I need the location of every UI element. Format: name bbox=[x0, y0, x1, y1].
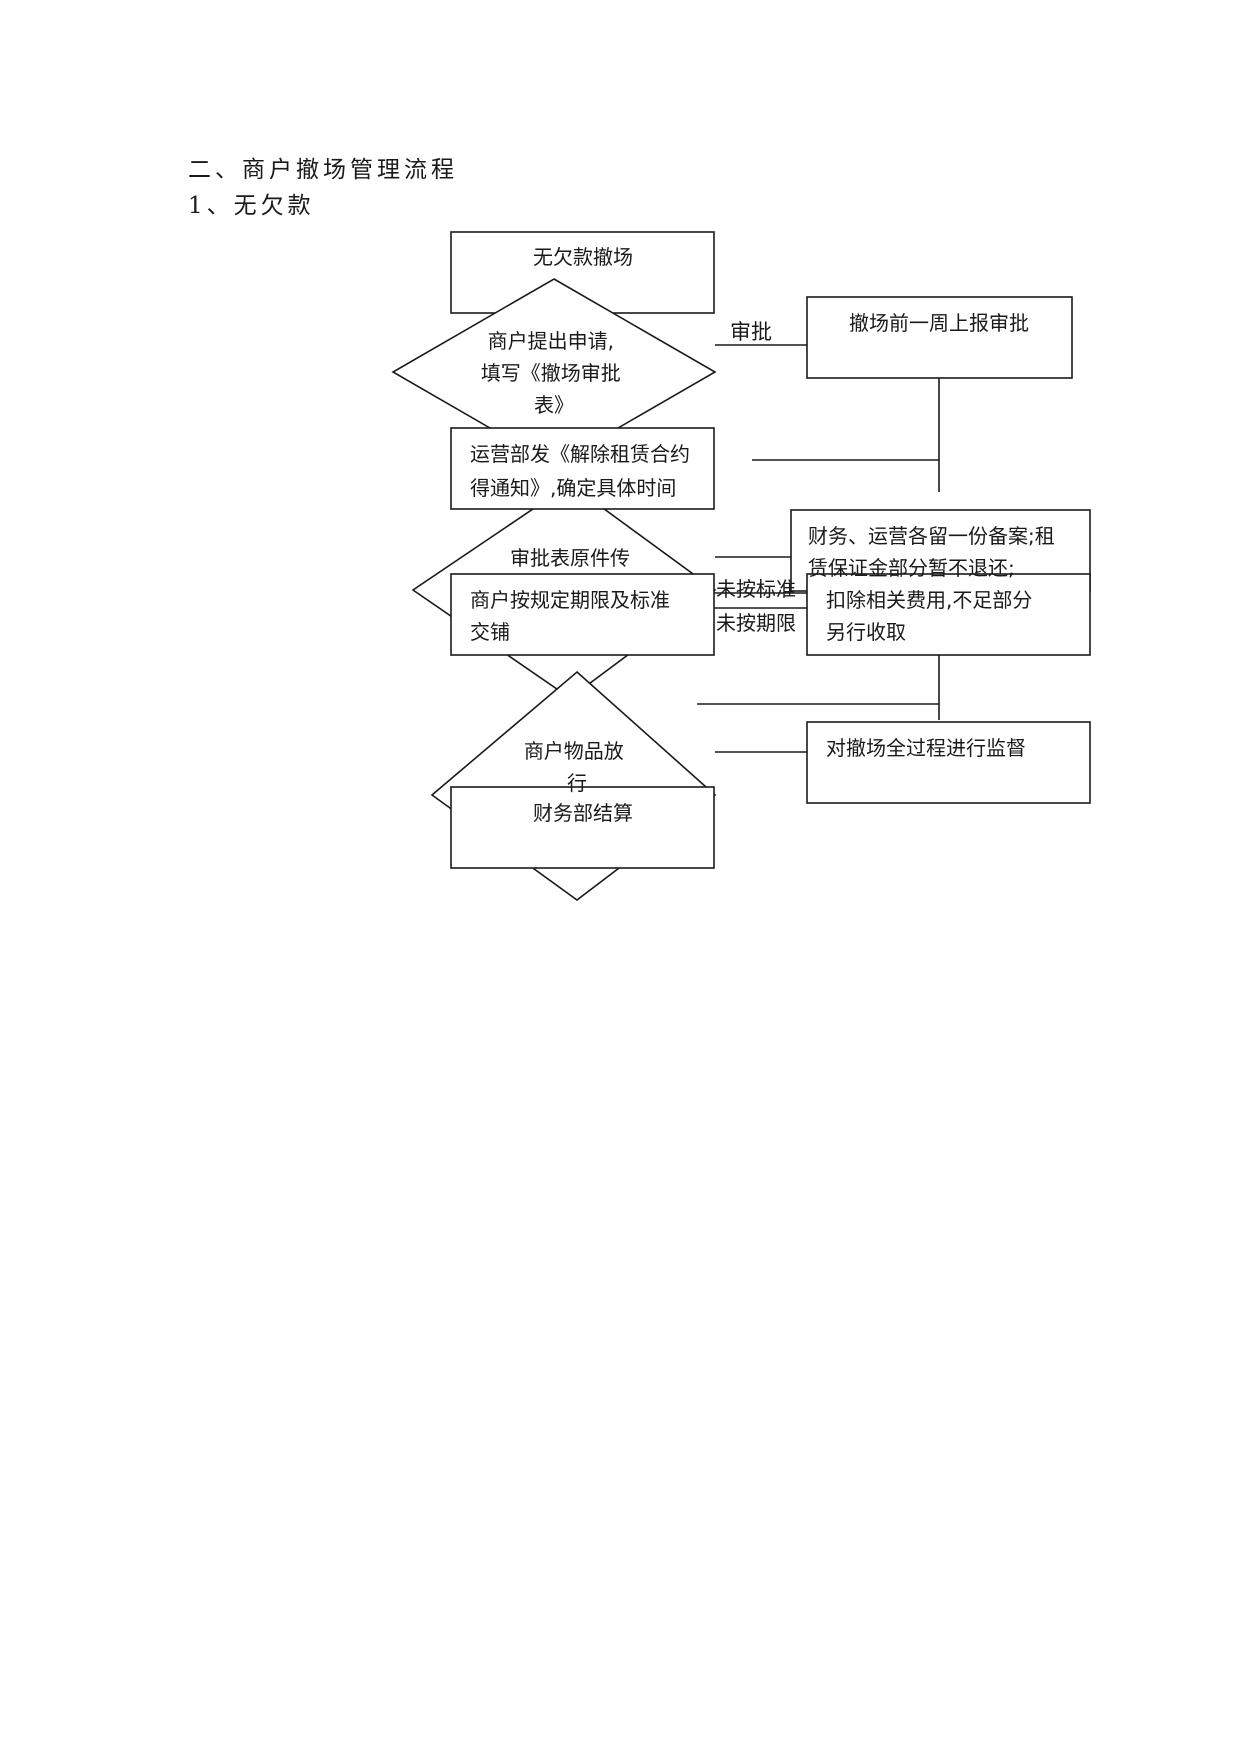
box-supervise bbox=[806, 721, 1091, 804]
decision-release-label: 商户物品放 行 bbox=[524, 739, 630, 795]
box-settle bbox=[450, 786, 715, 869]
decision-transfer-label: 审批表原件传 bbox=[510, 546, 630, 570]
box-notice bbox=[450, 427, 715, 510]
box-handover-label: 商户按规定期限及标准 交铺 bbox=[470, 588, 676, 644]
decision-apply-label: 商户提出申请, 填写《撤场审批 表》 bbox=[481, 329, 627, 417]
subsection-title: 1、无欠款 bbox=[188, 193, 315, 219]
box-settle-label: 财务部结算 bbox=[533, 801, 633, 825]
box-deduct bbox=[806, 573, 1091, 656]
box-start-label: 无欠款撤场 bbox=[533, 245, 633, 269]
box-approve-week bbox=[806, 296, 1073, 379]
box-archive-label: 财务、运营各留一份备案;租 赁保证金部分暂不退还; bbox=[808, 524, 1061, 580]
box-approve-week-label: 撤场前一周上报审批 bbox=[849, 311, 1029, 335]
box-handover bbox=[450, 573, 715, 656]
box-deduct-label: 扣除相关费用,不足部分 另行收取 bbox=[826, 588, 1039, 644]
box-supervise-label: 对撤场全过程进行监督 bbox=[826, 736, 1026, 760]
edge-label-approve: 审批 bbox=[730, 320, 772, 344]
edge-label-not-deadline: 未按期限 bbox=[716, 611, 796, 635]
box-notice-label: 运营部发《解除租赁合约 得通知》,确定具体时间 bbox=[470, 442, 696, 500]
edge-label-not-standard: 未按标准 bbox=[716, 577, 796, 601]
section-title: 二、商户撤场管理流程 bbox=[188, 157, 458, 183]
